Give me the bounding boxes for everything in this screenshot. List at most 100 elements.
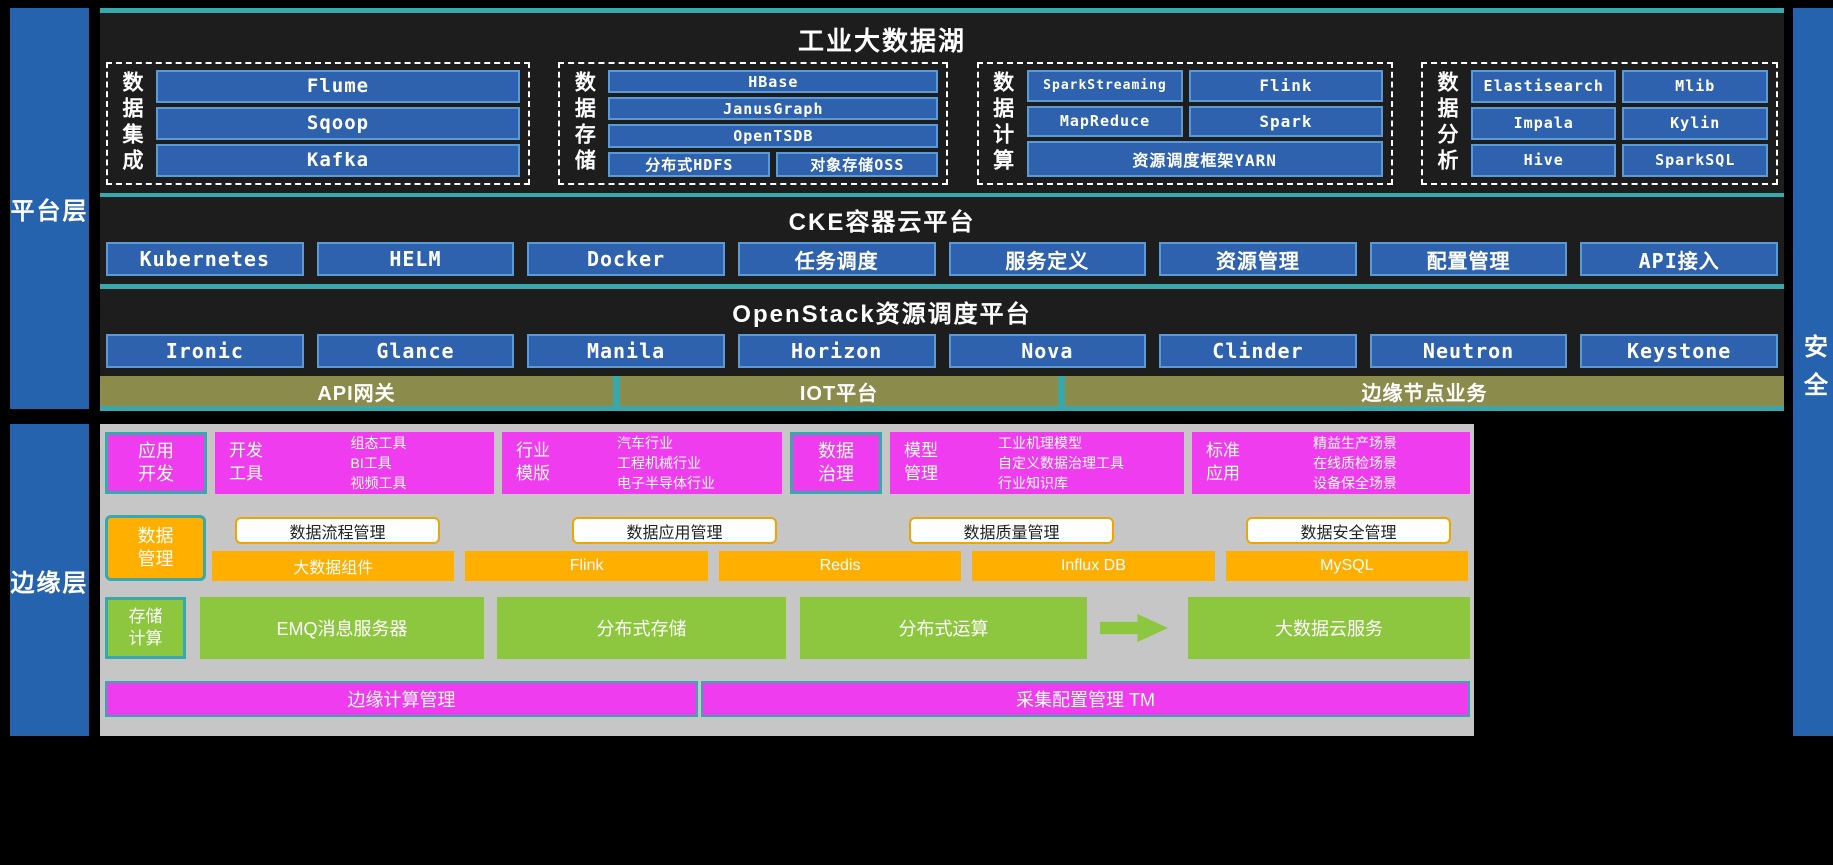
dev-tools-label: 开发 工具 bbox=[229, 441, 263, 483]
data-lake-groups: 数据集成 Flume Sqoop Kafka 数据存储 HBase JanusG… bbox=[100, 62, 1784, 185]
data-quality-mgmt-pill: 数据质量管理 bbox=[909, 517, 1114, 544]
openstack-item-clinder: Clinder bbox=[1159, 333, 1357, 369]
industry-template-label: 行业 模版 bbox=[516, 441, 550, 483]
tech-box-hbase: HBase bbox=[608, 70, 939, 94]
storage-compute-box: 存储 计算 bbox=[105, 597, 186, 659]
tech-box-spark: Spark bbox=[1189, 105, 1383, 138]
cke-item-config-mgmt: 配置管理 bbox=[1369, 242, 1568, 277]
standard-app-item: 设备保全场景 bbox=[1313, 475, 1397, 492]
emq-server-box: EMQ消息服务器 bbox=[200, 597, 484, 659]
edge-layer-label: 边缘层 bbox=[10, 424, 89, 736]
data-flow-mgmt-pill: 数据流程管理 bbox=[235, 517, 440, 544]
bigdata-cloud-box: 大数据云服务 bbox=[1188, 597, 1470, 659]
dev-tools-item: 组态工具 bbox=[350, 434, 407, 451]
openstack-item-keystone: Keystone bbox=[1580, 333, 1778, 369]
tech-box-hive: Hive bbox=[1470, 143, 1617, 177]
arrow-right-icon bbox=[1100, 614, 1168, 642]
edge-apps-row: 应用 开发 开发 工具 组态工具 BI工具 视频工具 行业 模版 汽车行业 工程… bbox=[105, 432, 1470, 494]
model-mgmt-label: 模型 管理 bbox=[904, 441, 938, 483]
bigdata-components-box: 大数据组件 bbox=[212, 551, 455, 581]
cke-item-kubernetes: Kubernetes bbox=[106, 242, 304, 277]
influxdb-box: Influx DB bbox=[972, 551, 1215, 581]
edge-panel: 应用 开发 开发 工具 组态工具 BI工具 视频工具 行业 模版 汽车行业 工程… bbox=[100, 424, 1474, 736]
tech-box-sparksql: SparkSQL bbox=[1622, 143, 1768, 177]
group-data-analysis: 数据分析 Elastisearch Mlib Impala Kylin Hive… bbox=[1420, 62, 1778, 185]
tech-box-kafka: Kafka bbox=[156, 143, 520, 177]
openstack-item-manila: Manila bbox=[527, 333, 725, 369]
tech-box-elastisearch: Elastisearch bbox=[1470, 70, 1617, 103]
data-managers-row: 数据流程管理 数据应用管理 数据质量管理 数据安全管理 bbox=[235, 517, 1451, 544]
tech-box-kylin: Kylin bbox=[1622, 106, 1768, 140]
cke-item-helm: HELM bbox=[316, 242, 515, 277]
storage-compute-row: 存储 计算 EMQ消息服务器 分布式存储 分布式运算 大数据云服务 bbox=[105, 597, 1470, 659]
cke-row: Kubernetes HELM Docker 任务调度 服务定义 资源管理 配置… bbox=[100, 242, 1784, 277]
openstack-item-ironic: Ironic bbox=[106, 333, 304, 369]
group-label-storage: 数据存储 bbox=[572, 71, 596, 176]
data-components-row: 大数据组件 Flink Redis Influx DB MySQL bbox=[212, 551, 1469, 581]
tech-box-oss: 对象存储OSS bbox=[776, 151, 939, 177]
platform-panel: 工业大数据湖 数据集成 Flume Sqoop Kafka 数据存储 HBase… bbox=[100, 8, 1784, 411]
model-item: 工业机理模型 bbox=[998, 434, 1082, 451]
group-label-compute: 数据计算 bbox=[990, 71, 1014, 176]
industry-item: 工程机械行业 bbox=[617, 454, 701, 471]
edge-bottom-row: 边缘计算管理 采集配置管理 TM bbox=[105, 681, 1470, 717]
tech-box-yarn: 资源调度框架YARN bbox=[1026, 141, 1383, 177]
industry-template-group: 行业 模版 汽车行业 工程机械行业 电子半导体行业 bbox=[502, 432, 782, 494]
cke-item-api-access: API接入 bbox=[1580, 242, 1778, 277]
standard-app-label: 标准 应用 bbox=[1206, 441, 1240, 483]
openstack-item-neutron: Neutron bbox=[1369, 333, 1568, 369]
cke-item-docker: Docker bbox=[527, 242, 725, 277]
flink-box: Flink bbox=[465, 551, 708, 581]
tech-box-opentsdb: OpenTSDB bbox=[608, 124, 939, 148]
distributed-storage-box: 分布式存储 bbox=[497, 597, 786, 659]
mysql-box: MySQL bbox=[1225, 551, 1469, 581]
tech-box-mapreduce: MapReduce bbox=[1026, 105, 1184, 138]
tech-box-flink: Flink bbox=[1189, 70, 1383, 102]
group-label-integration: 数据集成 bbox=[120, 71, 143, 176]
cke-item-task-scheduling: 任务调度 bbox=[737, 242, 936, 277]
openstack-item-nova: Nova bbox=[948, 333, 1147, 369]
standard-app-item: 在线质检场景 bbox=[1313, 454, 1397, 471]
tech-box-sqoop: Sqoop bbox=[156, 106, 520, 140]
collection-config-mgmt-bar: 采集配置管理 TM bbox=[701, 681, 1470, 717]
tech-box-sparkstreaming: SparkStreaming bbox=[1026, 70, 1184, 102]
data-mgmt-box: 数据 管理 bbox=[105, 515, 206, 581]
standard-app-item: 精益生产场景 bbox=[1313, 434, 1397, 451]
model-mgmt-group: 模型 管理 工业机理模型 自定义数据治理工具 行业知识库 bbox=[890, 432, 1184, 494]
cke-item-resource-mgmt: 资源管理 bbox=[1159, 242, 1357, 277]
data-app-mgmt-pill: 数据应用管理 bbox=[572, 517, 777, 544]
dev-tools-item: BI工具 bbox=[350, 454, 392, 471]
group-label-analysis: 数据分析 bbox=[1434, 71, 1458, 176]
openstack-item-glance: Glance bbox=[316, 333, 515, 369]
dev-tools-item: 视频工具 bbox=[350, 475, 407, 492]
tech-box-mlib: Mlib bbox=[1622, 70, 1768, 103]
platform-layer-label: 平台层 bbox=[10, 8, 89, 409]
group-data-storage: 数据存储 HBase JanusGraph OpenTSDB 分布式HDFS 对… bbox=[558, 62, 949, 185]
teal-divider bbox=[100, 192, 1784, 198]
distributed-compute-box: 分布式运算 bbox=[800, 597, 1087, 659]
teal-divider bbox=[100, 284, 1784, 289]
tech-box-janusgraph: JanusGraph bbox=[608, 97, 939, 121]
industry-item: 电子半导体行业 bbox=[617, 475, 715, 492]
edge-node-business-cell: 边缘节点业务 bbox=[1065, 376, 1784, 407]
data-lake-title: 工业大数据湖 bbox=[797, 26, 966, 56]
dev-tools-group: 开发 工具 组态工具 BI工具 视频工具 bbox=[215, 432, 494, 494]
api-gateway-cell: API网关 bbox=[100, 376, 613, 407]
data-governance-box: 数据 治理 bbox=[790, 432, 882, 494]
security-bar: 安全 bbox=[1793, 8, 1833, 736]
data-security-mgmt-pill: 数据安全管理 bbox=[1246, 517, 1451, 544]
gateway-row: API网关 IOT平台 边缘节点业务 bbox=[100, 376, 1784, 407]
tech-box-flume: Flume bbox=[156, 70, 520, 103]
openstack-item-horizon: Horizon bbox=[737, 333, 936, 369]
redis-box: Redis bbox=[718, 551, 962, 581]
cke-item-service-definition: 服务定义 bbox=[948, 242, 1147, 277]
edge-compute-mgmt-bar: 边缘计算管理 bbox=[105, 681, 698, 717]
group-data-compute: 数据计算 SparkStreaming Flink MapReduce Spar… bbox=[976, 62, 1393, 185]
openstack-row: Ironic Glance Manila Horizon Nova Clinde… bbox=[100, 333, 1784, 369]
app-dev-box: 应用 开发 bbox=[105, 432, 207, 494]
openstack-title: OpenStack资源调度平台 bbox=[732, 300, 1032, 328]
tech-box-impala: Impala bbox=[1470, 106, 1617, 140]
standard-app-group: 标准 应用 精益生产场景 在线质检场景 设备保全场景 bbox=[1192, 432, 1470, 494]
cke-title: CKE容器云平台 bbox=[788, 209, 976, 237]
iot-platform-cell: IOT平台 bbox=[620, 376, 1058, 407]
